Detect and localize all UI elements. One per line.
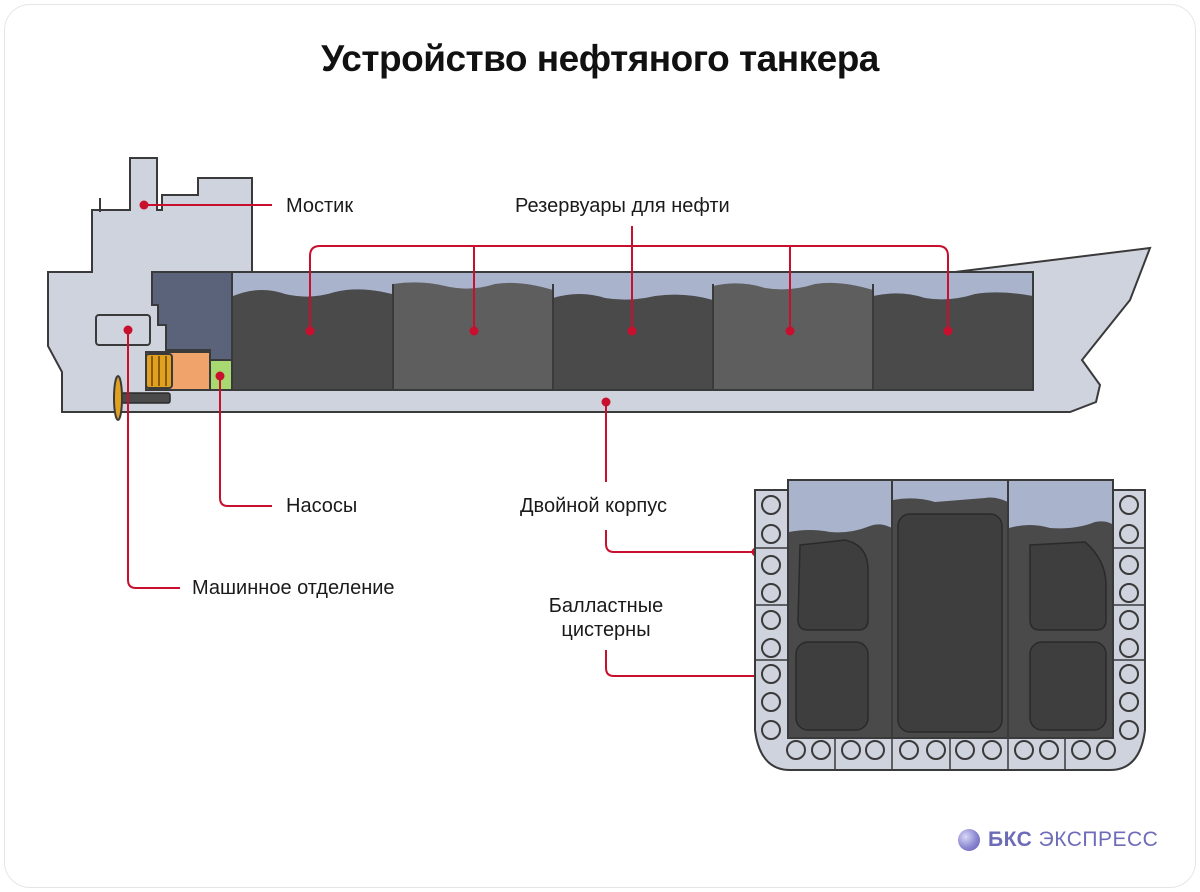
ballast-circle — [1119, 495, 1139, 515]
leader-pumps — [219, 376, 272, 507]
ballast-circles — [761, 495, 1139, 760]
leader-tanks-bracket — [309, 245, 949, 330]
ballast-circle — [761, 495, 781, 515]
brand-name-bold: БКС — [988, 828, 1033, 851]
ballast-circle — [982, 740, 1002, 760]
dot-double-hull-side — [601, 397, 611, 407]
ballast-circle — [865, 740, 885, 760]
ballast-circle — [1119, 524, 1139, 544]
cross-compartment — [1029, 641, 1107, 731]
ballast-circle — [761, 692, 781, 712]
leader-ballast — [605, 650, 770, 677]
ballast-circle — [761, 555, 781, 575]
ballast-circle — [761, 610, 781, 630]
dot-tank-2 — [469, 326, 479, 336]
oil-tank-2 — [393, 282, 553, 389]
ballast-circle — [955, 740, 975, 760]
label-ballast-line1: Балластные — [548, 595, 664, 617]
dot-tank-4 — [785, 326, 795, 336]
cross-compartment — [797, 539, 869, 631]
dot-tank-3 — [627, 326, 637, 336]
ballast-circle — [761, 664, 781, 684]
label-engine-room: Машинное отделение — [192, 577, 395, 599]
dot-pumps — [215, 371, 225, 381]
ballast-circle — [1071, 740, 1091, 760]
cross-compartment — [1029, 541, 1107, 631]
leader-dots — [123, 200, 953, 681]
oil-tank-3 — [553, 294, 713, 389]
cross-compartment — [897, 513, 1003, 733]
leader-lines — [127, 204, 949, 677]
ballast-circle — [1119, 583, 1139, 603]
leader-double-hull — [605, 530, 756, 553]
ballast-circle — [761, 720, 781, 740]
label-ballast: Балластные цистерны — [536, 594, 676, 642]
propeller — [113, 375, 123, 421]
ballast-circle — [841, 740, 861, 760]
cross-section — [754, 479, 1146, 771]
label-pumps: Насосы — [286, 495, 358, 517]
label-oil-tanks: Резервуары для нефти — [515, 195, 730, 217]
ballast-circle — [1119, 664, 1139, 684]
propeller-shaft — [117, 392, 171, 404]
ballast-circle — [761, 524, 781, 544]
ballast-circle — [899, 740, 919, 760]
ballast-circle — [1119, 692, 1139, 712]
label-ballast-line2: цистерны — [561, 619, 651, 641]
ballast-circle — [786, 740, 806, 760]
oil-tank-5 — [873, 292, 1033, 389]
dot-bridge — [139, 200, 149, 210]
ballast-circle — [1119, 555, 1139, 575]
brand-logo: БКС ЭКСПРЕСС — [958, 828, 1158, 852]
ballast-circle — [811, 740, 831, 760]
label-bridge: Мостик — [286, 195, 354, 217]
oil-tank-4 — [713, 282, 873, 389]
dot-tank-1 — [305, 326, 315, 336]
ballast-circle — [1119, 610, 1139, 630]
oil-tank-1 — [233, 289, 392, 389]
ballast-circle — [1096, 740, 1116, 760]
brand-name-rest: ЭКСПРЕСС — [1038, 828, 1159, 851]
leader-engine-room — [127, 330, 180, 589]
ballast-circle — [1014, 740, 1034, 760]
engine-room-box — [95, 314, 151, 346]
ballast-circle — [761, 638, 781, 658]
ballast-circle — [1119, 720, 1139, 740]
dot-tank-5 — [943, 326, 953, 336]
ballast-circle — [761, 583, 781, 603]
page-title: Устройство нефтяного танкера — [321, 38, 879, 79]
ballast-circle — [926, 740, 946, 760]
cross-compartment — [795, 641, 869, 731]
ballast-circle — [1039, 740, 1059, 760]
label-double-hull: Двойной корпус — [520, 495, 667, 517]
brand-mark-icon — [958, 829, 980, 851]
ballast-circle — [1119, 638, 1139, 658]
dot-engine-room — [123, 325, 133, 335]
